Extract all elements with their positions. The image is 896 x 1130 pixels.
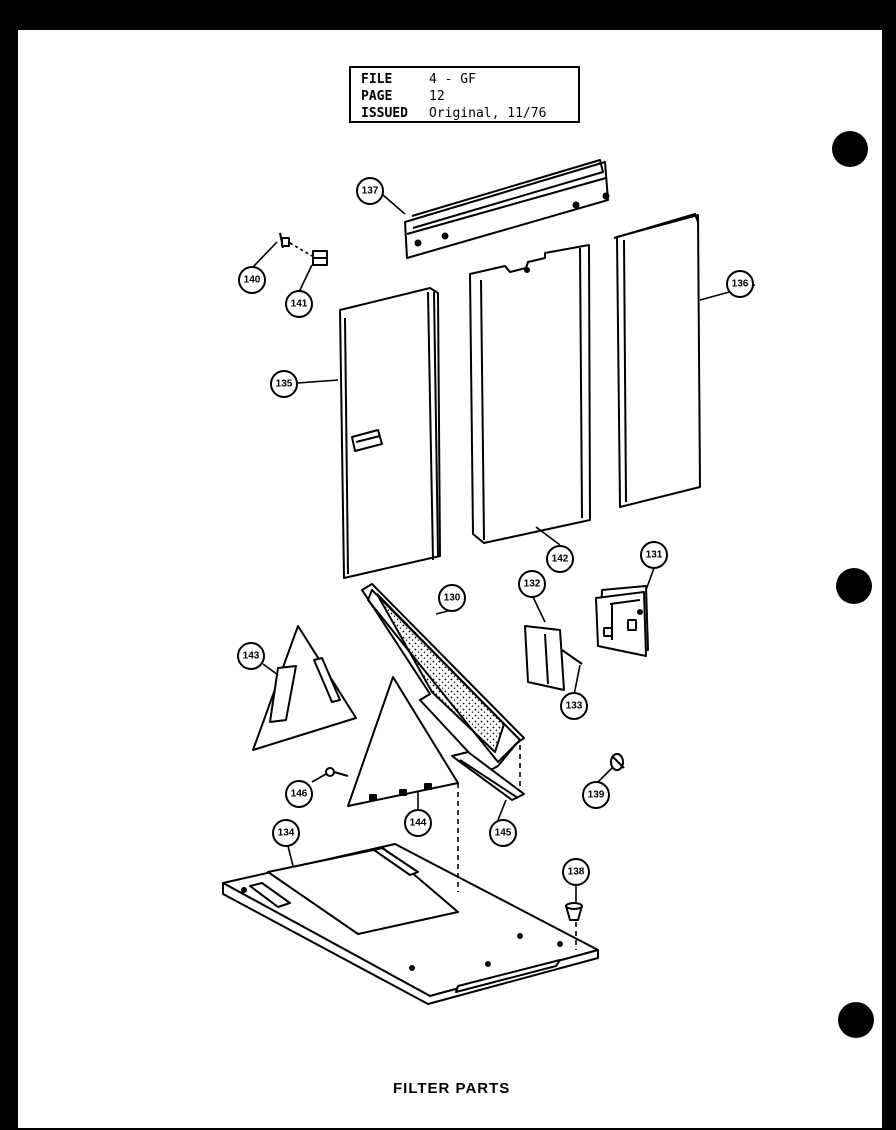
callout-135: 135: [270, 370, 298, 398]
file-info-box: FILE 4 - GF PAGE 12 ISSUED Original, 11/…: [349, 66, 580, 123]
callout-134-label: 134: [278, 828, 295, 839]
callout-139: 139: [582, 781, 610, 809]
callout-141: 141: [285, 290, 313, 318]
rail-strip-145-part: [451, 751, 525, 801]
callout-137: 137: [356, 177, 384, 205]
callout-139-label: 139: [588, 790, 605, 801]
callout-131-label: 131: [646, 550, 663, 561]
file-value: 4 - GF: [429, 72, 476, 87]
binder-hole-bottom: [838, 1002, 874, 1038]
callout-138-label: 138: [568, 867, 585, 878]
clip-141-part: [312, 250, 328, 266]
issued-value: Original, 11/76: [429, 106, 547, 121]
center-back-panel-part: [469, 244, 591, 544]
end-panel-144-part: [347, 676, 459, 807]
file-label: FILE: [361, 72, 393, 87]
callout-136-label: 136: [732, 279, 749, 290]
callout-145-label: 145: [495, 828, 512, 839]
control-box-part: [595, 585, 649, 657]
callout-144-label: 144: [410, 818, 427, 829]
callout-133: 133: [560, 692, 588, 720]
callout-134: 134: [272, 819, 300, 847]
callout-142-label: 142: [552, 554, 569, 565]
top-rail-part: [404, 159, 610, 259]
callout-130: 130: [438, 584, 466, 612]
screw-146-part: [325, 767, 349, 777]
bracket-132-part: [524, 625, 565, 691]
file-row: FILE 4 - GF: [361, 71, 578, 88]
page-label: PAGE: [361, 89, 393, 104]
callout-133-label: 133: [566, 701, 583, 712]
plug-139-part: [610, 753, 625, 771]
callout-135-label: 135: [276, 379, 293, 390]
callout-131: 131: [640, 541, 668, 569]
callout-132: 132: [518, 570, 546, 598]
fastener-140-part: [279, 232, 290, 249]
air-filter-part: [361, 583, 525, 773]
base-pan-part: [222, 843, 599, 1005]
callout-144: 144: [404, 809, 432, 837]
callout-141-label: 141: [291, 299, 308, 310]
page-value: 12: [429, 89, 445, 104]
callout-145: 145: [489, 819, 517, 847]
callout-137-label: 137: [362, 186, 379, 197]
right-side-panel-part: [613, 213, 701, 508]
issued-label: ISSUED: [361, 106, 408, 121]
callout-132-label: 132: [524, 579, 541, 590]
callout-143: 143: [237, 642, 265, 670]
callout-146-label: 146: [291, 789, 308, 800]
binder-hole-top: [832, 131, 868, 167]
callout-146: 146: [285, 780, 313, 808]
callout-140: 140: [238, 266, 266, 294]
foot-138-part: [565, 902, 583, 921]
callout-136: 136: [726, 270, 754, 298]
callout-138: 138: [562, 858, 590, 886]
issued-row: ISSUED Original, 11/76: [361, 105, 578, 122]
end-panel-143-part: [252, 625, 357, 751]
callout-140-label: 140: [244, 275, 261, 286]
page-row: PAGE 12: [361, 88, 578, 105]
callout-143-label: 143: [243, 651, 260, 662]
left-door-panel-part: [339, 287, 441, 579]
callout-130-label: 130: [444, 593, 461, 604]
binder-hole-middle: [836, 568, 872, 604]
callout-142: 142: [546, 545, 574, 573]
diagram-caption: FILTER PARTS: [393, 1080, 511, 1097]
